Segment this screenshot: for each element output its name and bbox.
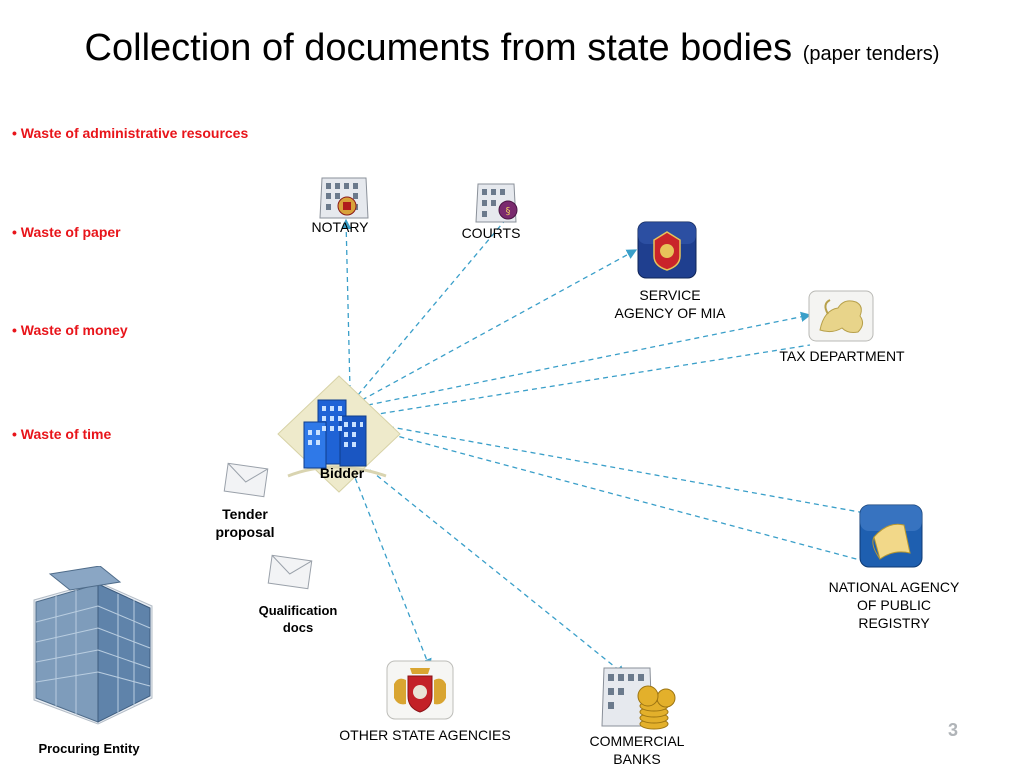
connector-courts — [357, 211, 513, 396]
bullet-text: Waste of paper — [20, 224, 121, 240]
registry-scroll-icon — [859, 504, 923, 568]
label-line: proposal — [215, 524, 275, 540]
tax-lion-icon — [808, 290, 874, 342]
label-service-agency: SERVICE AGENCY OF MIA — [600, 286, 740, 322]
bullet-text: Waste of time — [20, 426, 112, 442]
label-procuring-entity: Procuring Entity — [38, 741, 140, 756]
label-tax-department: TAX DEPARTMENT — [779, 348, 905, 364]
label-line: NATIONAL AGENCY — [828, 579, 960, 595]
connector-tax-1 — [367, 311, 812, 406]
label-tender-proposal: Tender proposal — [200, 505, 290, 541]
connector-tax-2 — [371, 344, 811, 416]
label-line: Tender — [222, 506, 268, 522]
label-line: SERVICE — [639, 287, 701, 303]
label-line: Qualification — [258, 603, 338, 618]
connector-other-agencies — [351, 469, 432, 670]
title-main: Collection of documents from state bodie… — [84, 27, 793, 69]
label-line: docs — [282, 620, 314, 635]
courts-building-icon: § — [475, 183, 518, 223]
mia-emblem-icon — [637, 221, 697, 279]
bank-building-coins-icon — [601, 667, 676, 730]
label-bidder: Bidder — [319, 465, 365, 481]
title-subtitle: (paper tenders) — [802, 43, 940, 65]
procuring-entity-tower-icon — [33, 566, 153, 725]
label-line: BANKS — [613, 751, 661, 767]
bullet-time: • Waste of time — [12, 426, 112, 442]
connector-notary — [341, 218, 352, 391]
label-other-state-agencies: OTHER STATE AGENCIES — [339, 727, 511, 743]
page-number: 3 — [948, 720, 959, 740]
envelope-icon — [267, 554, 313, 590]
label-line: REGISTRY — [858, 615, 930, 631]
label-line: AGENCY OF MIA — [614, 305, 726, 321]
label-courts: COURTS — [461, 225, 521, 241]
label-line: COMMERCIAL — [589, 733, 685, 749]
connector-mia — [361, 249, 638, 401]
label-notary: NOTARY — [311, 219, 369, 235]
label-public-registry: NATIONAL AGENCY OF PUBLIC REGISTRY — [812, 578, 976, 632]
bullet-text: Waste of money — [20, 322, 128, 338]
envelope-icon — [223, 462, 269, 498]
label-commercial-banks: COMMERCIAL BANKS — [572, 732, 702, 768]
notary-building-icon — [319, 177, 369, 219]
georgia-coat-of-arms-icon — [386, 660, 454, 720]
slide-title: Collection of documents from state bodie… — [0, 26, 1024, 76]
svg-text:§: § — [506, 206, 511, 217]
label-line: OF PUBLIC — [857, 597, 931, 613]
connector-registry-2 — [381, 431, 861, 561]
connector-banks — [369, 469, 627, 676]
bullet-paper: • Waste of paper — [12, 224, 121, 240]
bidder-building-icon — [277, 375, 401, 493]
label-qualification-docs: Qualification docs — [244, 602, 352, 636]
bullet-text: Waste of administrative resources — [20, 125, 249, 141]
connector-registry-1 — [379, 424, 878, 519]
bullet-money: • Waste of money — [12, 322, 128, 338]
bullet-admin-resources: • Waste of administrative resources — [12, 125, 249, 141]
